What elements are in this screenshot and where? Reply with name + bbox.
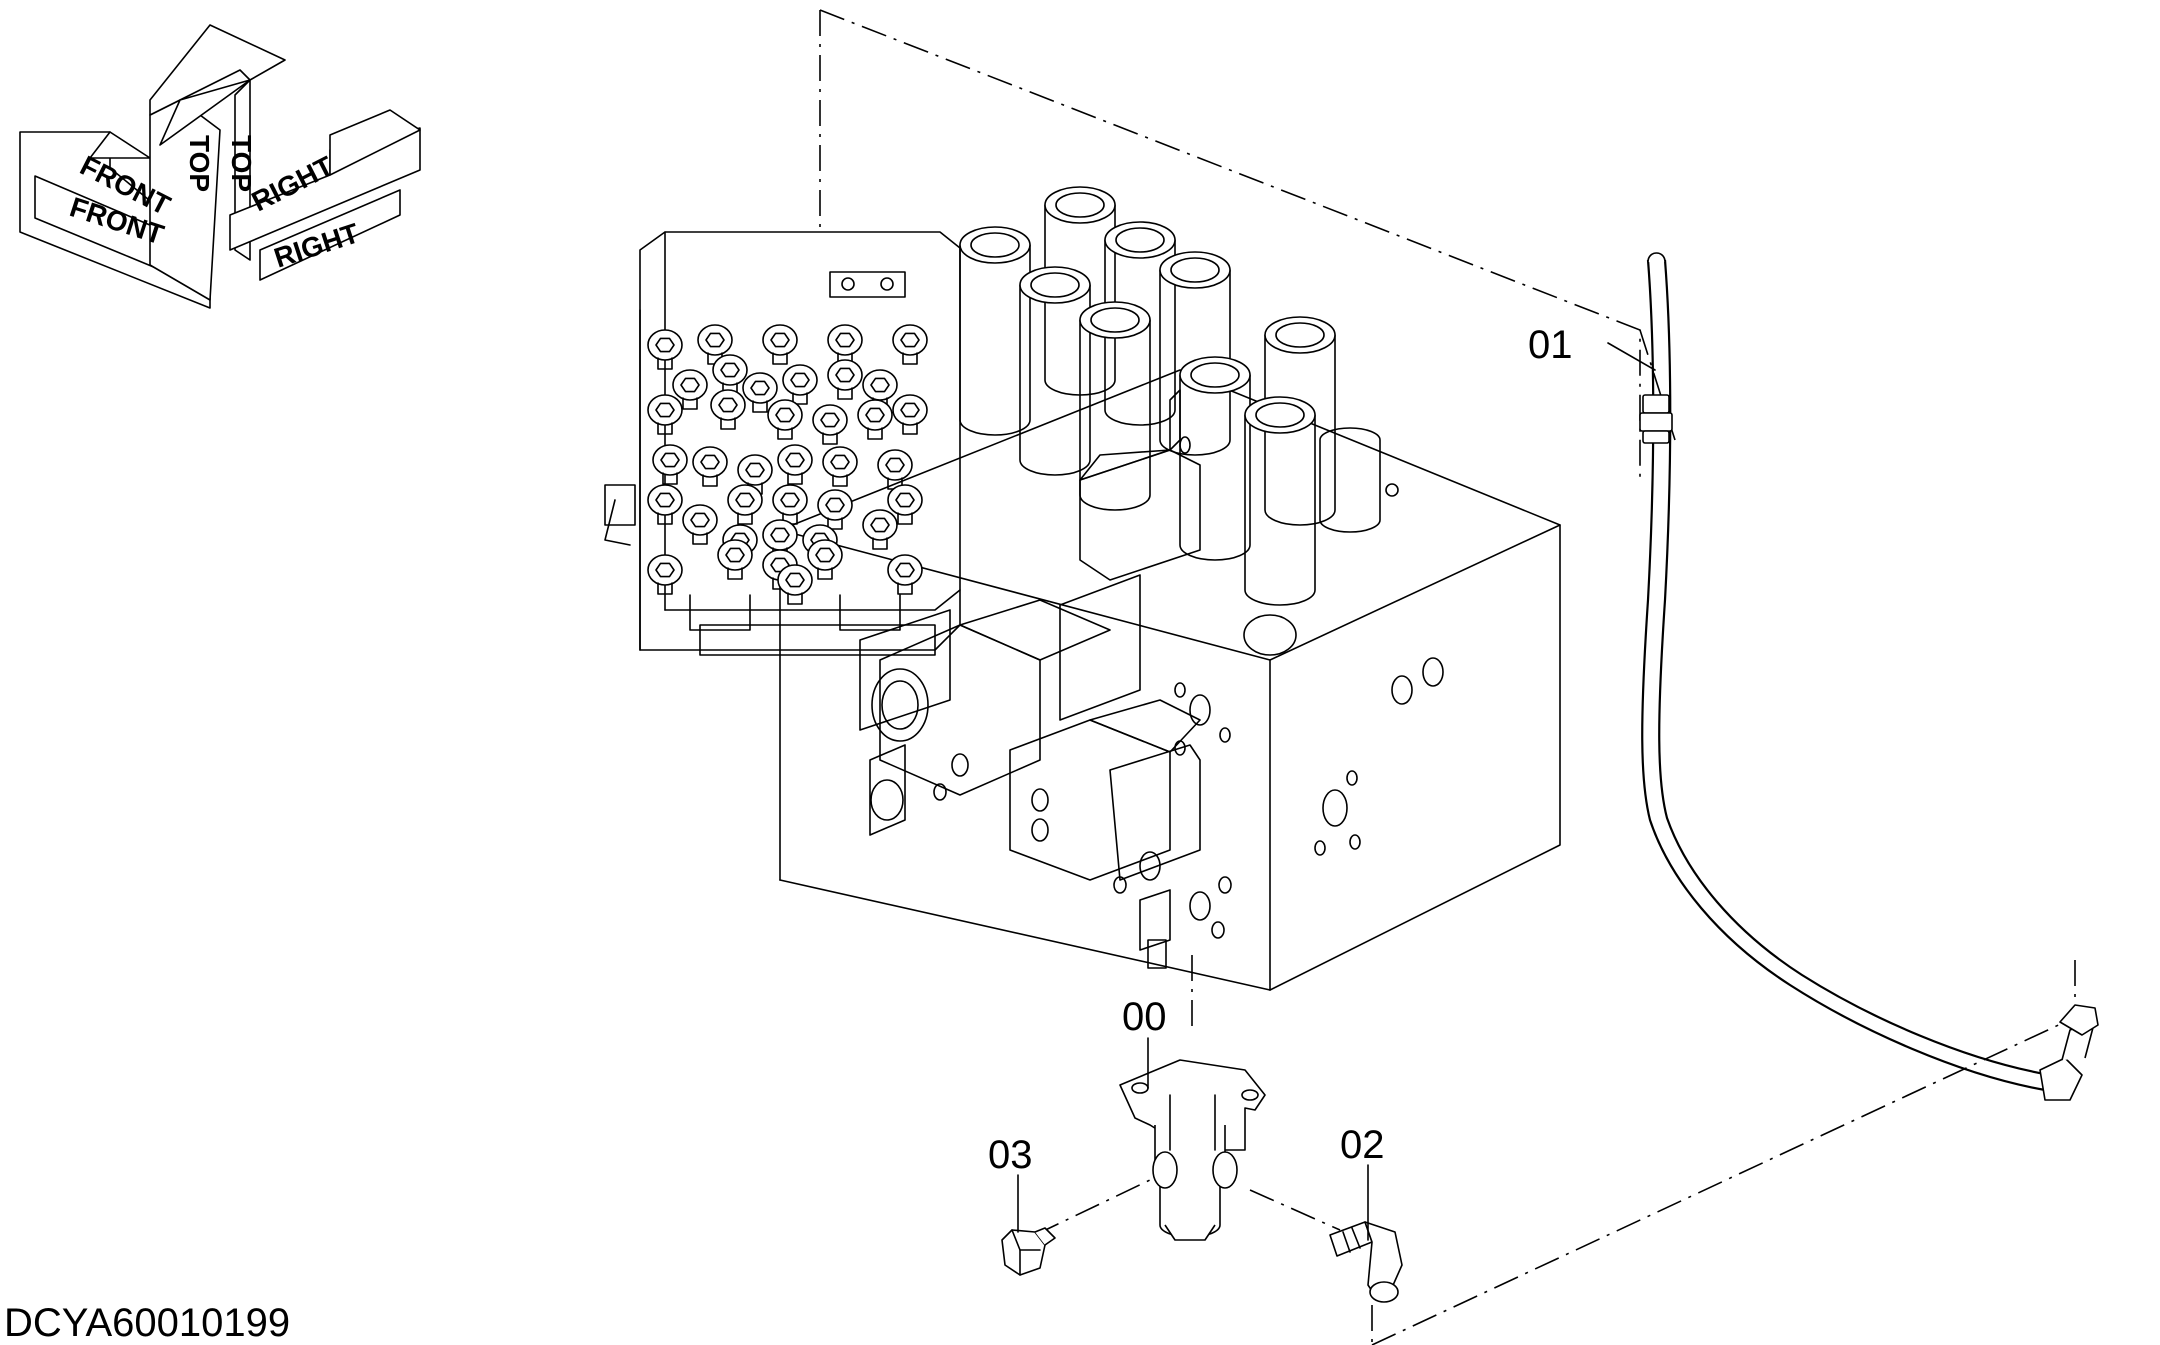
part-03-plug bbox=[1001, 1227, 1056, 1276]
hex-bolt bbox=[822, 446, 858, 487]
top-arrow bbox=[149, 24, 286, 301]
hex-bolt bbox=[717, 539, 753, 580]
callout-01: 01 bbox=[1528, 323, 1573, 367]
main-control-valve bbox=[604, 186, 1561, 991]
solenoid-cylinders bbox=[959, 186, 1381, 606]
part-00-valve-housing bbox=[1119, 1059, 1266, 1241]
hex-bolt bbox=[672, 369, 708, 410]
pilot-block bbox=[604, 231, 961, 656]
callout-00: 00 bbox=[1122, 995, 1167, 1039]
hex-bolt bbox=[887, 484, 923, 525]
hex-bolt bbox=[762, 324, 798, 365]
right-arrow bbox=[229, 109, 421, 281]
hex-bolt bbox=[647, 329, 683, 370]
hex-bolt bbox=[812, 404, 848, 445]
orientation-indicator: FRONT FRONT TOP TOP RIGHT RIGHT bbox=[19, 24, 421, 309]
hex-bolt bbox=[647, 484, 683, 525]
hex-bolt bbox=[827, 359, 863, 400]
drawing-code: DCYA60010199 bbox=[4, 1301, 290, 1345]
pilot-bolts bbox=[647, 324, 928, 605]
hex-bolt bbox=[892, 394, 928, 435]
callout-03: 03 bbox=[988, 1133, 1033, 1177]
hex-bolt bbox=[827, 324, 863, 365]
hex-bolt bbox=[652, 444, 688, 485]
part-02-elbow-fitting bbox=[1329, 1221, 1403, 1303]
top-right-label: TOP bbox=[226, 135, 257, 192]
lower-blocks bbox=[859, 609, 1171, 969]
top-left-label: TOP bbox=[184, 135, 215, 192]
hex-bolt bbox=[767, 399, 803, 440]
callout-02: 02 bbox=[1340, 1123, 1385, 1167]
hex-bolt bbox=[712, 354, 748, 395]
part-01-hose bbox=[1639, 252, 2099, 1101]
hex-bolt bbox=[857, 399, 893, 440]
hex-bolt bbox=[742, 372, 778, 413]
hex-bolt bbox=[727, 484, 763, 525]
hex-bolt bbox=[777, 564, 813, 605]
hex-bolt bbox=[862, 509, 898, 550]
hex-bolt bbox=[777, 444, 813, 485]
hex-bolt bbox=[807, 539, 843, 580]
block-ports bbox=[933, 483, 1444, 939]
leader-lines bbox=[1017, 342, 1656, 1241]
hex-bolt bbox=[817, 489, 853, 530]
hex-bolt bbox=[877, 449, 913, 490]
hex-bolt bbox=[892, 324, 928, 365]
valve-sections bbox=[879, 449, 1201, 881]
hex-bolt bbox=[887, 554, 923, 595]
hex-bolt bbox=[772, 484, 808, 525]
hex-bolt bbox=[647, 394, 683, 435]
hex-bolt bbox=[692, 446, 728, 487]
hex-bolt bbox=[710, 389, 746, 430]
hex-bolt bbox=[682, 504, 718, 545]
hex-bolt bbox=[647, 554, 683, 595]
hex-bolt bbox=[782, 364, 818, 405]
